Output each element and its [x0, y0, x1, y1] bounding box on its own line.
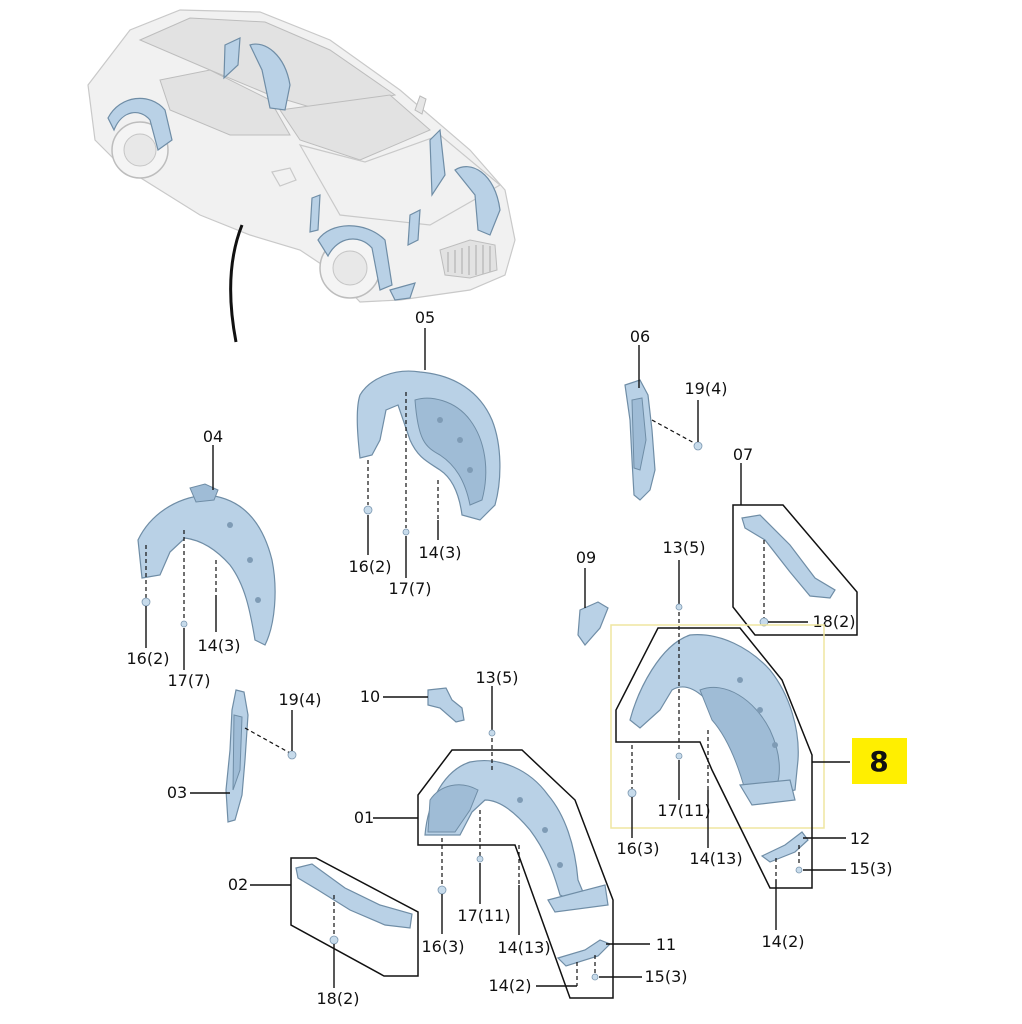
callout-03: 03	[167, 783, 187, 802]
part-10-bracket	[427, 687, 465, 723]
fastener-16-icon	[141, 597, 151, 607]
fastener-17-icon	[402, 528, 410, 536]
part-front-right-liner	[629, 634, 799, 806]
part-07-bracket	[741, 514, 836, 599]
fastener-17-icon	[180, 620, 188, 628]
fastener-13-icon	[675, 603, 683, 611]
callout-14-12: 14(2)	[761, 932, 804, 951]
overview-pointer-line	[229, 224, 244, 343]
callout-18-07: 18(2)	[812, 612, 855, 631]
callout-01: 01	[354, 808, 374, 827]
fastener-18-icon	[329, 935, 339, 945]
callout-13-01: 13(5)	[475, 668, 518, 687]
fastener-17-icon	[675, 752, 683, 760]
callout-10: 10	[360, 687, 380, 706]
fastener-16-icon	[437, 885, 447, 895]
callout-16-05: 16(2)	[348, 557, 391, 576]
fastener-15-icon	[591, 973, 599, 981]
callout-14-11: 14(2)	[488, 976, 531, 995]
callout-02: 02	[228, 875, 248, 894]
callout-11: 11	[656, 935, 676, 954]
fastener-16-icon	[627, 788, 637, 798]
fastener-13-icon	[488, 729, 496, 737]
part-05-rear-liner	[356, 370, 501, 521]
callout-17-04: 17(7)	[167, 671, 210, 690]
callout-14-8: 14(13)	[689, 849, 742, 868]
callout-14-05: 14(3)	[418, 543, 461, 562]
fastener-17-icon	[476, 855, 484, 863]
page-marker-label: 8	[869, 745, 888, 778]
callout-15-8: 15(3)	[849, 859, 892, 878]
group-frame-01	[417, 749, 614, 999]
callout-19-03: 19(4)	[278, 690, 321, 709]
callout-14-01: 14(13)	[497, 938, 550, 957]
fastener-19-icon	[693, 441, 703, 451]
fastener-15-icon	[795, 866, 803, 874]
callout-17-05: 17(7)	[388, 579, 431, 598]
part-03-trim	[225, 689, 249, 823]
fastener-16-icon	[363, 505, 373, 515]
callout-17-8: 17(11)	[657, 801, 710, 820]
callout-06: 06	[630, 327, 650, 346]
callout-09: 09	[576, 548, 596, 567]
group-frame-07	[732, 504, 858, 636]
highlight-frame	[610, 624, 825, 829]
callout-16-01: 16(3)	[421, 937, 464, 956]
callout-16-04: 16(2)	[126, 649, 169, 668]
part-01-front-left-liner	[424, 760, 609, 913]
callout-15-01: 15(3)	[644, 967, 687, 986]
callout-19-06: 19(4)	[684, 379, 727, 398]
part-12-bracket	[760, 831, 809, 863]
callout-16-8: 16(3)	[616, 839, 659, 858]
group-frame-8	[615, 627, 813, 889]
part-04-rear-liner	[137, 483, 276, 646]
callout-07: 07	[733, 445, 753, 464]
part-11-bracket	[556, 939, 612, 967]
part-09-clip	[577, 601, 609, 646]
callout-14-04: 14(3)	[197, 636, 240, 655]
callout-05: 05	[415, 308, 435, 327]
part-06-trim	[624, 379, 656, 501]
callout-12: 12	[850, 829, 870, 848]
vehicle-overview-illustration	[87, 9, 516, 303]
callout-04: 04	[203, 427, 223, 446]
callout-18-02: 18(2)	[316, 989, 359, 1008]
callout-17-01: 17(11)	[457, 906, 510, 925]
group-frame-02	[290, 857, 419, 977]
fastener-19-icon	[287, 750, 297, 760]
page-marker-badge	[852, 738, 907, 784]
part-02-bracket	[295, 863, 413, 929]
callout-13-8: 13(5)	[662, 538, 705, 557]
